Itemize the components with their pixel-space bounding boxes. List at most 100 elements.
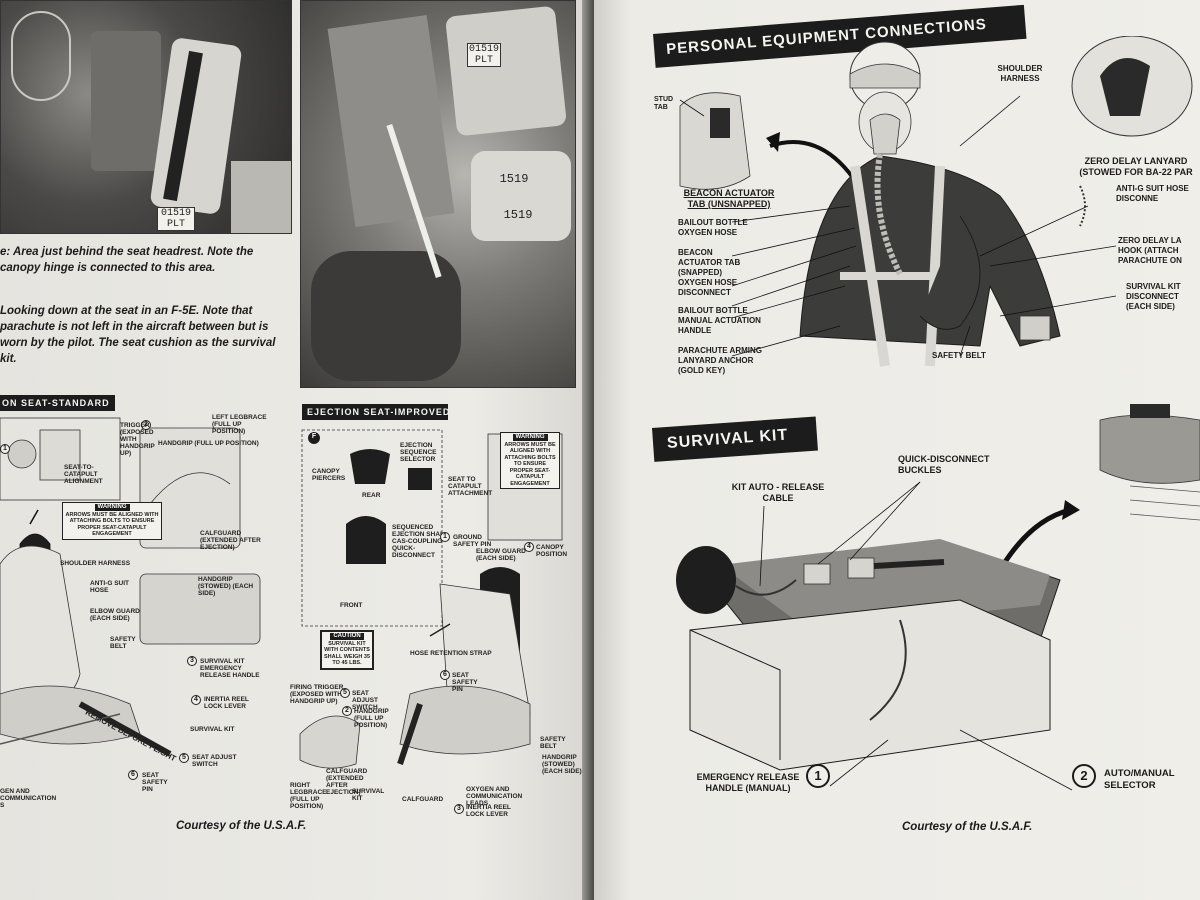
lbl-imp-hose-strap: HOSE RETENTION STRAP [410, 650, 492, 657]
lbl-beacon-snapped: BEACON ACTUATOR TAB (SNAPPED) [678, 248, 741, 277]
lbl-imp-seat-safety-pin: SEAT SAFETY PIN [452, 672, 478, 693]
lbl-imp-handgrip-stowed: HANDGRIP (STOWED) (EACH SIDE) [542, 754, 582, 775]
pilot-illustration [679, 35, 1193, 367]
num-std-3: 3 [187, 656, 197, 666]
photo-side-panel [327, 15, 455, 227]
lbl-imp-sequenced-ejection: SEQUENCED EJECTION SHAL CAS-COUPLING QUI… [392, 524, 444, 559]
num-imp-2: 2 [342, 706, 352, 716]
num-imp-6: 6 [440, 670, 450, 680]
warning-std: WARNING ARROWS MUST BE ALIGNED WITH ATTA… [62, 502, 162, 540]
lbl-std-trigger: TRIGGER (EXPOSED WITH HANDGRIP UP) [120, 422, 155, 457]
num-imp-3: 3 [454, 804, 464, 814]
lbl-std-calfguard: CALFGUARD (EXTENDED AFTER EJECTION) [200, 530, 261, 551]
caption-seat-top: Looking down at the seat in an F-5E. Not… [0, 305, 276, 365]
photo-seat-headrest: 01519 PLT [0, 0, 292, 234]
warning-imp-title: WARNING [512, 434, 548, 441]
banner-seat-improved: EJECTION SEAT-IMPROVED [302, 404, 449, 420]
lbl-imp-ejection-selector: EJECTION SEQUENCE SELECTOR [400, 442, 437, 463]
panel-f-marker: F [308, 432, 320, 444]
num-imp-1: 1 [440, 532, 450, 542]
lbl-zero-delay-lanyard: ZERO DELAY LANYARD (STOWED FOR BA-22 PAR [1079, 156, 1193, 177]
lbl-std-handgrip: HANDGRIP (FULL UP POSITION) [158, 440, 259, 447]
lbl-std-survival-kit: SURVIVAL KIT [190, 726, 235, 733]
lbl-kit-auto-release: KIT AUTO - RELEASE CABLE [731, 482, 825, 503]
lbl-imp-oxygen-leads: OXYGEN AND COMMUNICATION LEADS [466, 786, 523, 807]
lbl-imp-calfguard-extended: CALFGUARD (EXTENDED AFTER EJECTION) [326, 768, 368, 796]
lbl-std-inertia-reel: INERTIA REEL LOCK LEVER [204, 696, 249, 710]
lbl-std-communication: GEN AND COMMUNICATION S [0, 788, 57, 809]
lbl-std-safety-belt: SAFETY BELT [110, 636, 136, 650]
survival-kit-illustration [676, 404, 1200, 791]
warning-std-title: WARNING [94, 504, 130, 511]
lbl-imp-calfguard: CALFGUARD [402, 796, 444, 803]
lbl-std-survival-release: SURVIVAL KIT EMERGENCY RELEASE HANDLE [200, 658, 260, 679]
lbl-anti-g-hose: ANTI-G SUIT HOSE DISCONNE [1116, 184, 1189, 203]
num-std-1: 1 [0, 444, 10, 454]
warning-std-text: ARROWS MUST BE ALIGNED WITH ATTACHING BO… [65, 511, 159, 538]
photo-seat-back [471, 151, 571, 241]
lbl-imp-seat-adjust: SEAT ADJUST SWITCH [352, 690, 379, 711]
num-std-2: 2 [141, 420, 151, 430]
num-imp-4: 4 [524, 542, 534, 552]
photo-seat-top-view: 01519 PLT 1519 1519 [300, 0, 576, 388]
lbl-safety-belt: SAFETY BELT [932, 351, 986, 360]
lbl-imp-inertia-reel: INERTIA REEL LOCK LEVER [466, 804, 511, 818]
caution-imp-text: SURVIVAL KIT WITH CONTENTS SHALL WEIGH 3… [323, 640, 371, 667]
diagram-survival-kit: QUICK-DISCONNECT BUCKLES KIT AUTO - RELE… [660, 400, 1200, 800]
diagram-personal-equipment: STUD TAB BEACON ACTUATOR TAB (UNSNAPPED)… [640, 35, 1200, 390]
lbl-std-seat-catapult: SEAT-TO- CATAPULT ALIGNMENT [64, 464, 103, 485]
lbl-imp-canopy-position: CANOPY POSITION [536, 544, 568, 558]
photo-wires [11, 11, 71, 101]
photo-headrest-top [445, 5, 567, 137]
lbl-imp-right-legbrace: RIGHT LEGBRACE (FULL UP POSITION) [290, 782, 327, 810]
caution-imp-title: CAUTION [330, 633, 364, 640]
num-std-5: 5 [179, 753, 189, 763]
lbl-imp-front: FRONT [340, 602, 363, 609]
warning-imp: WARNING ARROWS MUST BE ALIGNED WITH ATTA… [500, 432, 560, 489]
num-std-6: 6 [128, 770, 138, 780]
lbl-quick-disconnect: QUICK-DISCONNECT BUCKLES [898, 454, 990, 475]
lbl-survival-disconnect: SURVIVAL KIT DISCONNECT (EACH SIDE) [1126, 282, 1181, 311]
diagram-seat-improved: F CANOPY PIERCERS EJECTION SEQUENCE SELE… [290, 424, 582, 824]
lbl-std-left-legbrace: LEFT LEGBRACE (FULL UP POSITION) [212, 414, 267, 435]
lbl-emergency-release: EMERGENCY RELEASE HANDLE (MANUAL) [696, 772, 800, 793]
diagram-seat-standard: HANDGRIP (FULL UP POSITION) 2 TRIGGER (E… [0, 414, 290, 819]
lbl-std-shoulder-harness: SHOULDER HARNESS [60, 560, 131, 567]
banner-seat-standard: ON SEAT-STANDARD [0, 395, 115, 411]
lbl-imp-seat-catapult: SEAT TO CATAPULT ATTACHMENT [448, 476, 493, 497]
photo-seat-number-2: 1519 [503, 208, 533, 222]
warning-imp-text: ARROWS MUST BE ALIGNED WITH ATTACHING BO… [504, 441, 556, 487]
lbl-std-seat-safety-pin: SEAT SAFETY PIN [142, 772, 168, 793]
lbl-std-anti-g: ANTI-G SUIT HOSE [90, 580, 129, 594]
lbl-std-handgrip-stowed: HANDGRIP (STOWED) (EACH SIDE) [198, 576, 254, 597]
num-std-4: 4 [191, 695, 201, 705]
lbl-imp-handgrip: HANDGRIP (FULL UP POSITION) [354, 708, 389, 729]
num-imp-5: 5 [340, 688, 350, 698]
lbl-imp-firing-trigger: FIRING TRIGGER (EXPOSED WITH HANDGRIP UP… [290, 684, 344, 705]
lbl-std-elbow-guard: ELBOW GUARD (EACH SIDE) [90, 608, 140, 622]
lbl-parachute-arming: PARACHUTE ARMING LANYARD ANCHOR (GOLD KE… [678, 346, 762, 375]
num-survival-2: 2 [1072, 764, 1096, 788]
lbl-imp-safety-belt: SAFETY BELT [540, 736, 566, 750]
lbl-std-seat-adjust: SEAT ADJUST SWITCH [192, 754, 237, 768]
lbl-oxygen-disconnect: OXYGEN HOSE DISCONNECT [678, 278, 738, 297]
lbl-shoulder-harness: SHOULDER HARNESS [997, 64, 1043, 83]
lbl-auto-manual: AUTO/MANUAL SELECTOR [1104, 768, 1175, 791]
photo-seat-tag: 01519 PLT [157, 207, 195, 231]
left-page: 01519 PLT 01519 PLT 1519 1519 e: Area ju… [0, 0, 590, 900]
courtesy-left: Courtesy of the U.S.A.F. [176, 820, 307, 832]
photo-top-tag: 01519 PLT [467, 43, 501, 67]
photo-seat-number-1: 1519 [499, 172, 529, 186]
photo-canopy-frame [231, 161, 291, 233]
lbl-beacon-unsnapped: BEACON ACTUATOR TAB (UNSNAPPED) [683, 188, 775, 209]
seat-standard-illustration [0, 417, 261, 757]
lbl-imp-ground-safety-pin: GROUND SAFETY PIN [453, 534, 492, 548]
lbl-bailout-manual: BAILOUT BOTTLE MANUAL ACTUATION HANDLE [678, 306, 761, 335]
lbl-bailout-hose: BAILOUT BOTTLE OXYGEN HOSE [678, 218, 748, 237]
photo-seat-frame [91, 31, 161, 171]
caption-headrest: e: Area just behind the seat headrest. N… [0, 246, 254, 274]
lbl-imp-rear: REAR [362, 492, 381, 499]
lbl-zero-delay-hook: ZERO DELAY LA HOOK (ATTACH PARACHUTE ON [1118, 236, 1182, 265]
lbl-imp-survival-kit: SURVIVAL KIT [352, 788, 385, 802]
lbl-imp-canopy-piercers: CANOPY PIERCERS [312, 468, 346, 482]
